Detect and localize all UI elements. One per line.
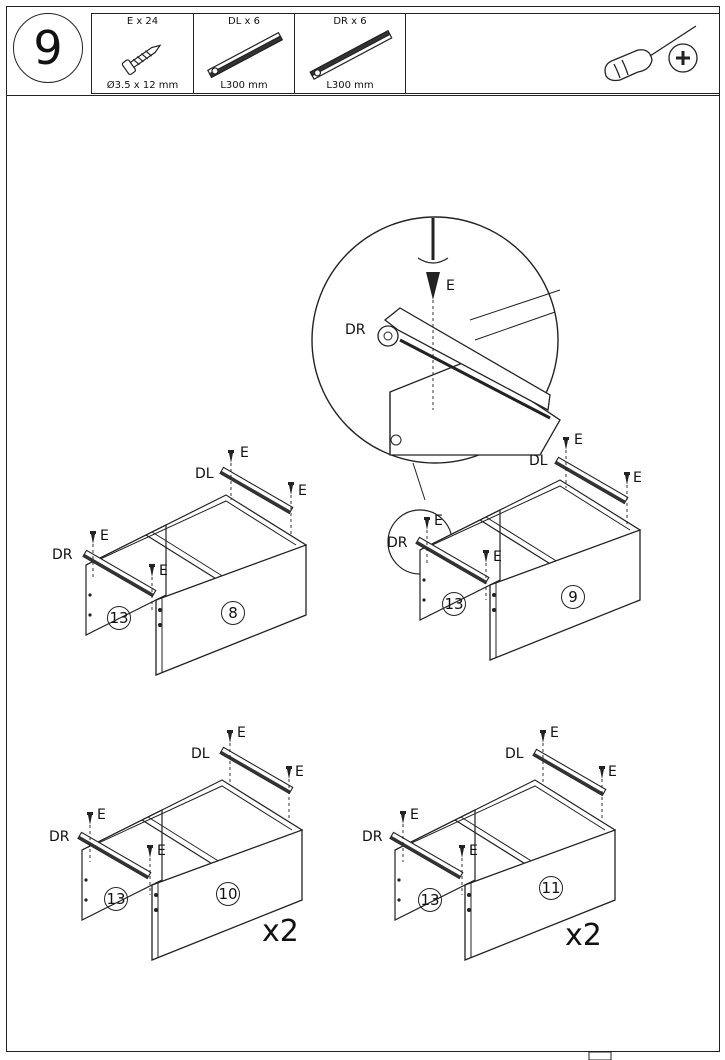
back-panel-number: 13 <box>107 606 131 630</box>
detail-magnifier <box>311 216 561 575</box>
screw-label: E <box>469 843 478 859</box>
rail-right-label: DR <box>387 535 408 551</box>
screw-label: E <box>633 470 642 486</box>
screw-label: E <box>97 807 106 823</box>
detail-rail-label: DR <box>345 322 366 338</box>
header-bar <box>6 6 720 96</box>
tools-cell <box>405 13 720 94</box>
back-panel-number: 13 <box>418 888 442 912</box>
screw-label: E <box>157 843 166 859</box>
step-number: 9 <box>13 13 83 83</box>
part-qty-label: DR x 6 <box>333 16 367 27</box>
rail-left-label: DL <box>195 466 214 482</box>
back-panel-number: 13 <box>104 887 128 911</box>
rail-left-label: DL <box>529 453 548 469</box>
part-size-label: Ø3.5 x 12 mm <box>106 80 179 91</box>
screw-label: E <box>237 725 246 741</box>
screw-icon <box>121 44 162 76</box>
screw-label: E <box>298 483 307 499</box>
slide-rail-left-icon <box>206 31 284 79</box>
part-size-label: L300 mm <box>326 80 374 91</box>
phillips-screwdriver-icon <box>604 25 698 82</box>
rail-dl <box>219 466 294 515</box>
drawer-2-art <box>419 479 641 661</box>
quantity-multiplier: x2 <box>565 918 602 953</box>
part-qty-label: E x 24 <box>126 16 159 27</box>
quantity-multiplier: x2 <box>262 914 299 949</box>
screw-label: E <box>434 513 443 529</box>
screw-label: E <box>240 445 249 461</box>
screw-label: E <box>608 764 617 780</box>
rail-right-label: DR <box>362 829 383 845</box>
screw-label: E <box>295 764 304 780</box>
back-panel-number: 13 <box>442 592 466 616</box>
part-size-label: L300 mm <box>220 80 268 91</box>
brand-logo <box>588 1051 612 1060</box>
rail-right-label: DR <box>52 547 73 563</box>
drawer-1-art <box>85 494 307 676</box>
page-frame <box>6 6 720 1052</box>
screw-label: E <box>410 807 419 823</box>
screw-label: E <box>100 528 109 544</box>
front-panel-number: 8 <box>221 601 245 625</box>
screw-label: E <box>550 725 559 741</box>
front-panel-number: 10 <box>216 882 240 906</box>
front-panel-number: 11 <box>539 876 563 900</box>
part-qty-label: DL x 6 <box>228 16 260 27</box>
parts-list: E x 24 Ø3.5 x 12 mm DL x 6 L300 mm DR x … <box>91 13 720 94</box>
part-rail-left: DL x 6 L300 mm <box>193 13 295 94</box>
screw-label: E <box>159 563 168 579</box>
rail-dl <box>219 746 294 795</box>
screw-label: E <box>493 549 502 565</box>
rail-right-label: DR <box>49 829 70 845</box>
screw-label: E <box>574 432 583 448</box>
rail-left-label: DL <box>505 746 524 762</box>
rail-left-label: DL <box>191 746 210 762</box>
front-panel-number: 9 <box>561 585 585 609</box>
detail-screw-label: E <box>446 278 455 294</box>
part-rail-right: DR x 6 L300 mm <box>294 13 406 94</box>
slide-rail-right-icon <box>309 30 393 80</box>
rail-dl <box>532 748 607 797</box>
